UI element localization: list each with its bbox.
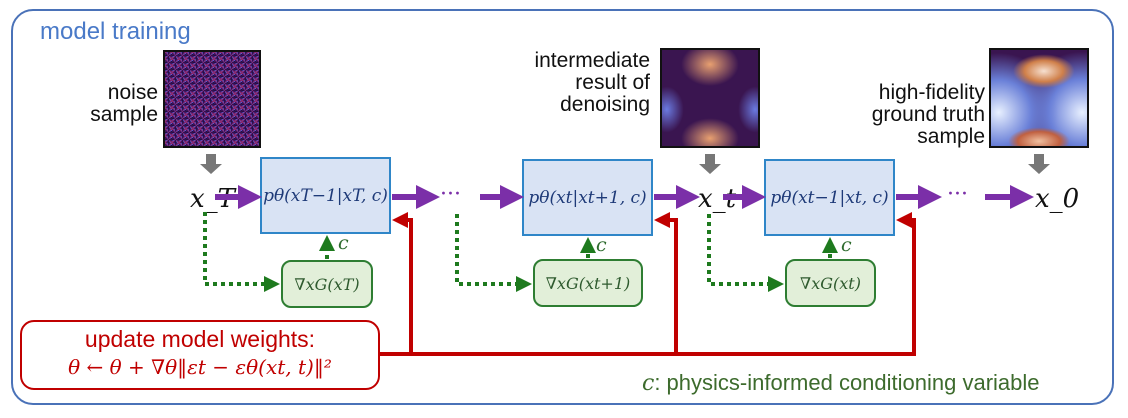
ground-truth-image: [989, 48, 1089, 148]
diagram-title: model training: [40, 18, 191, 45]
condition-label: c: [338, 232, 349, 254]
gradient-box-T: ∇xG(xT): [281, 260, 373, 308]
condition-label: c: [841, 234, 852, 256]
legend-symbol: c: [642, 371, 655, 396]
x-0-variable: x_0: [1035, 184, 1080, 214]
update-weights-formula: θ ← θ + ∇θ‖εt − εθ(xt, t)‖²: [68, 355, 332, 379]
ellipsis: ···: [440, 182, 461, 207]
model-training-frame: [11, 9, 1114, 405]
update-line: [380, 212, 916, 356]
update-line: [654, 212, 678, 354]
ellipsis: ···: [947, 182, 968, 207]
update-line: [392, 212, 413, 354]
denoise-step-t1-box: pθ(xt|xt+1, c): [522, 159, 653, 236]
noise-sample-image: [163, 50, 261, 148]
gradient-box-t: ∇xG(xt): [785, 259, 876, 307]
down-arrow-icon: [699, 154, 721, 174]
gradient-input-path: [455, 214, 532, 292]
legend: c: physics-informed conditioning variabl…: [642, 370, 1040, 396]
gradient-box-t1: ∇xG(xt+1): [533, 259, 643, 307]
gradient-input-path: [707, 214, 784, 292]
legend-text: : physics-informed conditioning variable: [654, 370, 1040, 395]
down-arrow-icon: [1028, 154, 1050, 174]
update-weights-title: update model weights:: [84, 326, 316, 352]
down-arrow-icon: [200, 154, 222, 174]
denoise-step-T-box: pθ(xT−1|xT, c): [260, 157, 391, 234]
gradient-input-path: [203, 212, 280, 292]
intermediate-result-image: [660, 48, 760, 148]
condition-label: c: [596, 234, 607, 256]
update-weights-box: update model weights: θ ← θ + ∇θ‖εt − εθ…: [20, 320, 380, 390]
input-arrows: [200, 154, 1050, 174]
